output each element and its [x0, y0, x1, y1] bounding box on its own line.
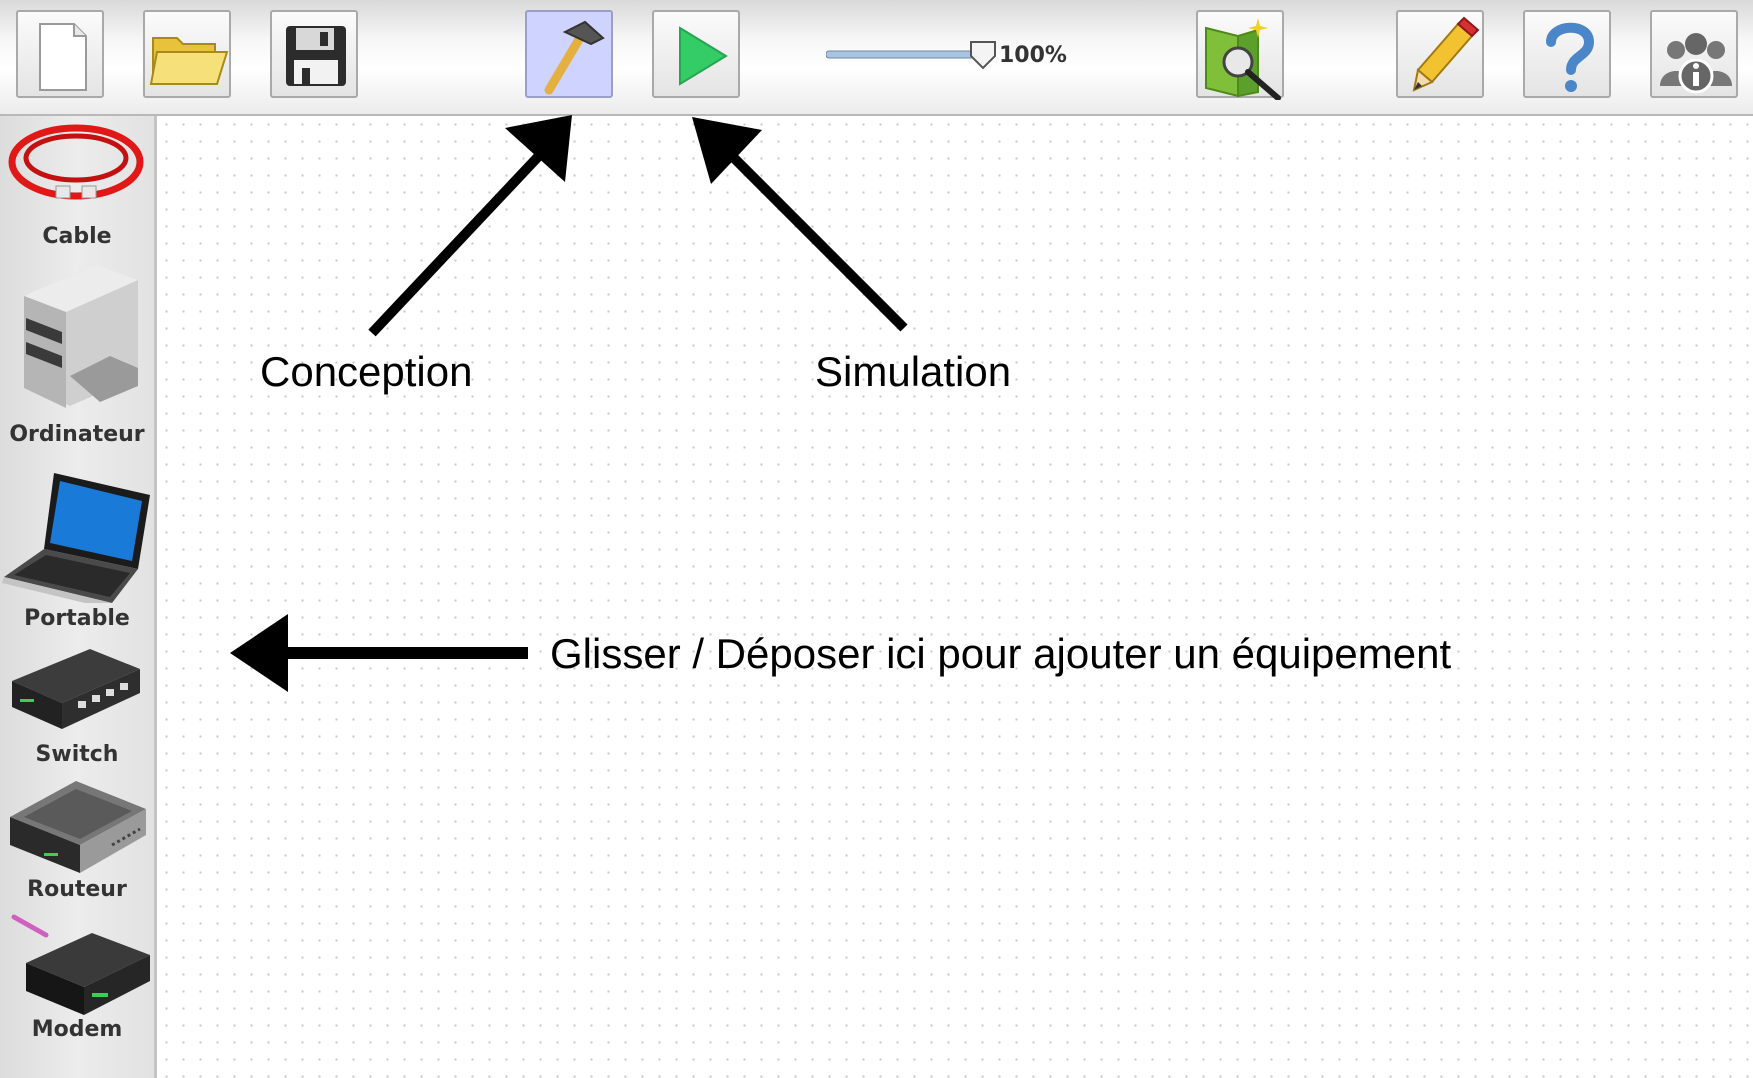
pencil-icon: [1412, 16, 1480, 92]
new-file-button[interactable]: [16, 10, 104, 98]
modem-icon: [11, 914, 150, 1015]
device-label: Cable: [42, 224, 112, 249]
arrowhead-simulation: [692, 117, 762, 184]
magic-wand-icon: [1205, 18, 1281, 100]
device-laptop[interactable]: Portable: [0, 461, 154, 641]
hammer-icon: [544, 20, 605, 95]
info-people-icon: [1660, 33, 1732, 94]
computer-icon: [24, 264, 138, 408]
device-label: Ordinateur: [9, 422, 145, 447]
question-mark-icon: [1546, 22, 1595, 92]
open-file-button[interactable]: [143, 10, 231, 98]
arrowhead-drag-drop: [230, 614, 288, 692]
device-router[interactable]: Routeur: [0, 771, 154, 911]
cable-icon: [8, 124, 144, 200]
save-file-button[interactable]: [270, 10, 358, 98]
arrowhead-conception: [505, 115, 572, 182]
switch-icon: [12, 649, 140, 729]
device-cable[interactable]: Cable: [0, 116, 154, 256]
about-button[interactable]: [1650, 10, 1738, 98]
device-switch[interactable]: Switch: [0, 641, 154, 771]
toolbar: 100%: [0, 0, 1753, 116]
device-computer[interactable]: Ordinateur: [0, 256, 154, 461]
device-label: Routeur: [27, 877, 127, 902]
laptop-icon: [2, 473, 150, 603]
design-mode-button[interactable]: [525, 10, 613, 98]
annotation-drag-drop: Glisser / Déposer ici pour ajouter un éq…: [550, 630, 1452, 677]
zoom-slider-handle[interactable]: [969, 40, 997, 72]
help-button[interactable]: [1523, 10, 1611, 98]
play-icon: [679, 26, 728, 86]
wizard-button[interactable]: [1196, 10, 1284, 100]
floppy-disk-icon: [286, 26, 346, 86]
edit-button[interactable]: [1396, 10, 1484, 98]
device-modem[interactable]: Modem: [0, 911, 154, 1078]
annotation-conception: Conception: [260, 348, 473, 395]
router-icon: [10, 781, 146, 873]
zoom-level: 100%: [999, 43, 1067, 68]
device-label: Modem: [31, 1017, 123, 1042]
device-label: Portable: [24, 606, 130, 631]
device-label: Switch: [35, 742, 119, 767]
folder-icon: [149, 37, 229, 85]
new-document-icon: [39, 23, 87, 91]
arrow-conception: [368, 138, 556, 337]
arrow-simulation: [719, 143, 908, 332]
simulation-mode-button[interactable]: [652, 10, 740, 98]
device-palette: Cable Ordinateur Portable: [0, 116, 157, 1078]
annotation-simulation: Simulation: [815, 348, 1012, 395]
